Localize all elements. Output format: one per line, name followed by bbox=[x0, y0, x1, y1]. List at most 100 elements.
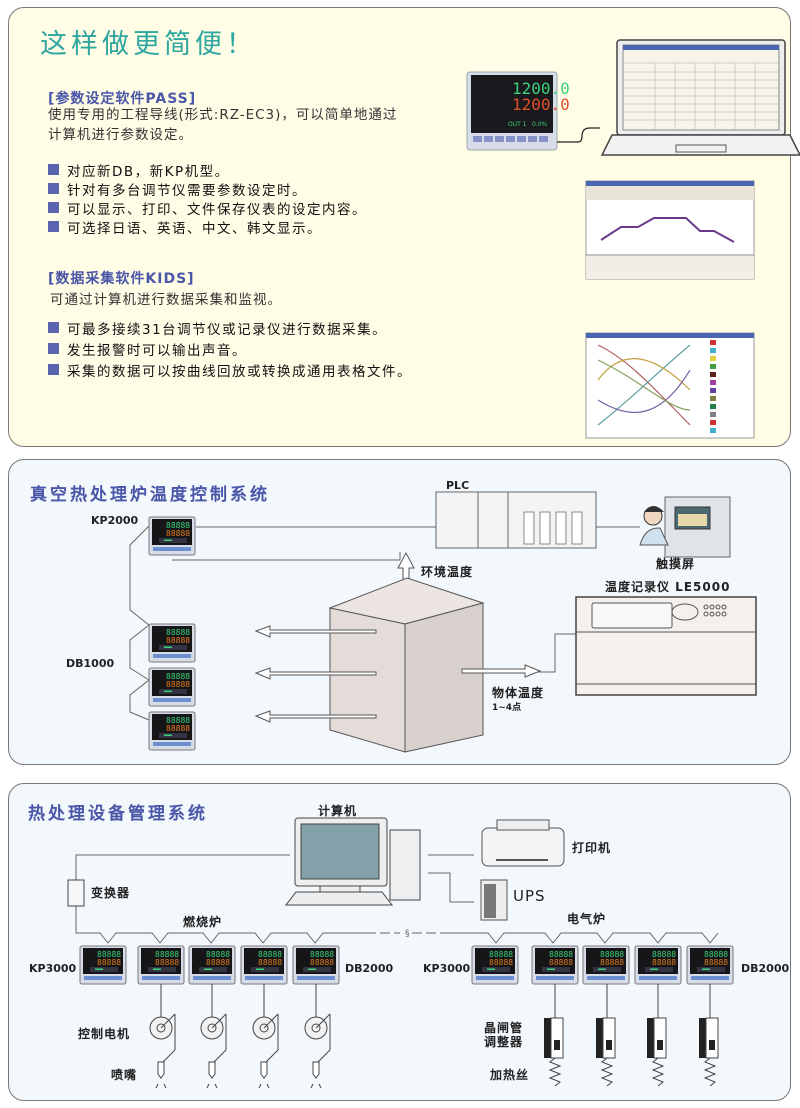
motor-nozzle-assembly bbox=[252, 984, 279, 1089]
svg-text:88888: 88888 bbox=[704, 958, 728, 967]
svg-text:88888: 88888 bbox=[206, 950, 230, 959]
bullet-text: 可最多接续31台调节仪或记录仪进行数据采集。 bbox=[67, 321, 388, 338]
nozzle-label: 喷嘴 bbox=[111, 1068, 138, 1082]
list-item: 采集的数据可以按曲线回放或转换成通用表格文件。 bbox=[48, 359, 412, 380]
svg-text:88888: 88888 bbox=[549, 950, 573, 959]
vacuum-title: 真空热处理炉温度控制系统 bbox=[30, 485, 270, 505]
svg-text:88888: 88888 bbox=[155, 950, 179, 959]
db1000-label: DB1000 bbox=[66, 657, 115, 670]
svg-text:88888: 88888 bbox=[600, 958, 624, 967]
kp2000-label: KP2000 bbox=[91, 514, 139, 527]
pass-desc-line: 计算机进行参数设定。 bbox=[48, 127, 193, 143]
list-item: 对应新DB，新KP机型。 bbox=[48, 160, 367, 180]
svg-text:88888: 88888 bbox=[166, 521, 190, 530]
touchscreen-operator bbox=[639, 496, 731, 558]
pct-readout: 0.0% bbox=[532, 121, 548, 128]
bullet-icon bbox=[48, 221, 59, 232]
ups-unit bbox=[480, 879, 508, 921]
recorder-label: 温度记录仪 LE5000 bbox=[605, 580, 731, 594]
bullet-icon bbox=[48, 183, 59, 194]
thyristor-label-line: 调整器 bbox=[484, 1035, 524, 1049]
svg-text:88888: 88888 bbox=[166, 724, 190, 733]
pass-illustration: 1200.0 1200.0 OUT 1 0.0% bbox=[466, 39, 800, 439]
object-temp-label: 物体温度 bbox=[492, 686, 545, 700]
pass-heading: [参数设定软件PASS] bbox=[48, 91, 197, 107]
svg-text:88888: 88888 bbox=[166, 680, 190, 689]
svg-text:88888: 88888 bbox=[258, 958, 282, 967]
thyristor-label-line: 晶闸管 bbox=[484, 1021, 524, 1035]
ambient-arrow bbox=[397, 551, 415, 600]
kids-description: 可通过计算机进行数据采集和监视。 bbox=[50, 292, 282, 308]
controller-device: 1200.0 1200.0 OUT 1 0.0% bbox=[466, 71, 570, 151]
svg-text:88888: 88888 bbox=[258, 950, 282, 959]
ambient-temp-label: 环境温度 bbox=[421, 565, 474, 579]
svg-text:88888: 88888 bbox=[97, 958, 121, 967]
kids-software-screenshot bbox=[585, 332, 755, 439]
list-item: 可最多接续31台调节仪或记录仪进行数据采集。 bbox=[48, 317, 412, 338]
svg-text:88888: 88888 bbox=[206, 958, 230, 967]
svg-text:88888: 88888 bbox=[704, 950, 728, 959]
list-item: 发生报警时可以输出声音。 bbox=[48, 338, 412, 359]
bullet-icon bbox=[48, 202, 59, 213]
svg-text:88888: 88888 bbox=[166, 628, 190, 637]
pass-bullet-list: 对应新DB，新KP机型。 针对有多台调节仪需要参数设定时。 可以显示、打印、文件… bbox=[48, 160, 367, 237]
pv-readout: 1200.0 bbox=[512, 79, 570, 98]
bullet-text: 可以显示、打印、文件保存仪表的设定内容。 bbox=[67, 201, 367, 218]
svg-text:88888: 88888 bbox=[166, 716, 190, 725]
converter-label: 变换器 bbox=[91, 886, 131, 900]
pass-desc-line: 使用专用的工程导线(形式:RZ-EC3)，可以简单地通过 bbox=[48, 107, 398, 123]
bullet-text: 发生报警时可以输出声音。 bbox=[67, 342, 247, 359]
svg-text:88888: 88888 bbox=[97, 950, 121, 959]
thyristor-heater-assembly bbox=[596, 984, 616, 1087]
motor-label: 控制电机 bbox=[78, 1027, 131, 1041]
thyristor-heater-assembly bbox=[647, 984, 667, 1087]
line-break-mark: § bbox=[405, 929, 410, 939]
list-item: 针对有多台调节仪需要参数设定时。 bbox=[48, 179, 367, 199]
sensor-arrows bbox=[254, 625, 542, 723]
svg-text:88888: 88888 bbox=[600, 950, 624, 959]
electric-furnace-label: 电气炉 bbox=[567, 912, 607, 926]
converter-device bbox=[67, 879, 85, 907]
svg-text:88888: 88888 bbox=[652, 958, 676, 967]
svg-text:88888: 88888 bbox=[310, 958, 334, 967]
plc-label: PLC bbox=[446, 479, 470, 492]
motor-nozzle-assembly bbox=[200, 984, 227, 1089]
cable bbox=[557, 127, 600, 143]
svg-text:88888: 88888 bbox=[489, 950, 513, 959]
points-label: 1~4点 bbox=[492, 703, 522, 713]
bullet-text: 对应新DB，新KP机型。 bbox=[67, 163, 230, 180]
mgmt-title: 热处理设备管理系统 bbox=[28, 804, 208, 824]
computer bbox=[284, 817, 421, 906]
db2000-label-left: DB2000 bbox=[345, 962, 394, 975]
kids-bullet-list: 可最多接续31台调节仪或记录仪进行数据采集。 发生报警时可以输出声音。 采集的数… bbox=[48, 317, 412, 380]
bullet-text: 针对有多台调节仪需要参数设定时。 bbox=[67, 182, 307, 199]
svg-text:88888: 88888 bbox=[166, 672, 190, 681]
printer-label: 打印机 bbox=[572, 841, 612, 855]
svg-text:88888: 88888 bbox=[155, 958, 179, 967]
combustion-furnace-label: 燃烧炉 bbox=[183, 915, 223, 929]
bullet-icon bbox=[48, 322, 59, 333]
plc-unit bbox=[435, 491, 597, 549]
thyristor-label: 晶闸管 调整器 bbox=[484, 1021, 523, 1049]
svg-text:88888: 88888 bbox=[166, 636, 190, 645]
svg-text:88888: 88888 bbox=[166, 529, 190, 538]
list-item: 可选择日语、英语、中文、韩文显示。 bbox=[48, 217, 367, 237]
bullet-icon bbox=[48, 343, 59, 354]
recorder-le5000 bbox=[575, 596, 757, 696]
kp3000-label-right: KP3000 bbox=[423, 962, 471, 975]
kids-heading: [数据采集软件KIDS] bbox=[48, 271, 195, 287]
computer-label: 计算机 bbox=[318, 804, 358, 818]
kp3000-label-left: KP3000 bbox=[29, 962, 77, 975]
svg-text:88888: 88888 bbox=[652, 950, 676, 959]
